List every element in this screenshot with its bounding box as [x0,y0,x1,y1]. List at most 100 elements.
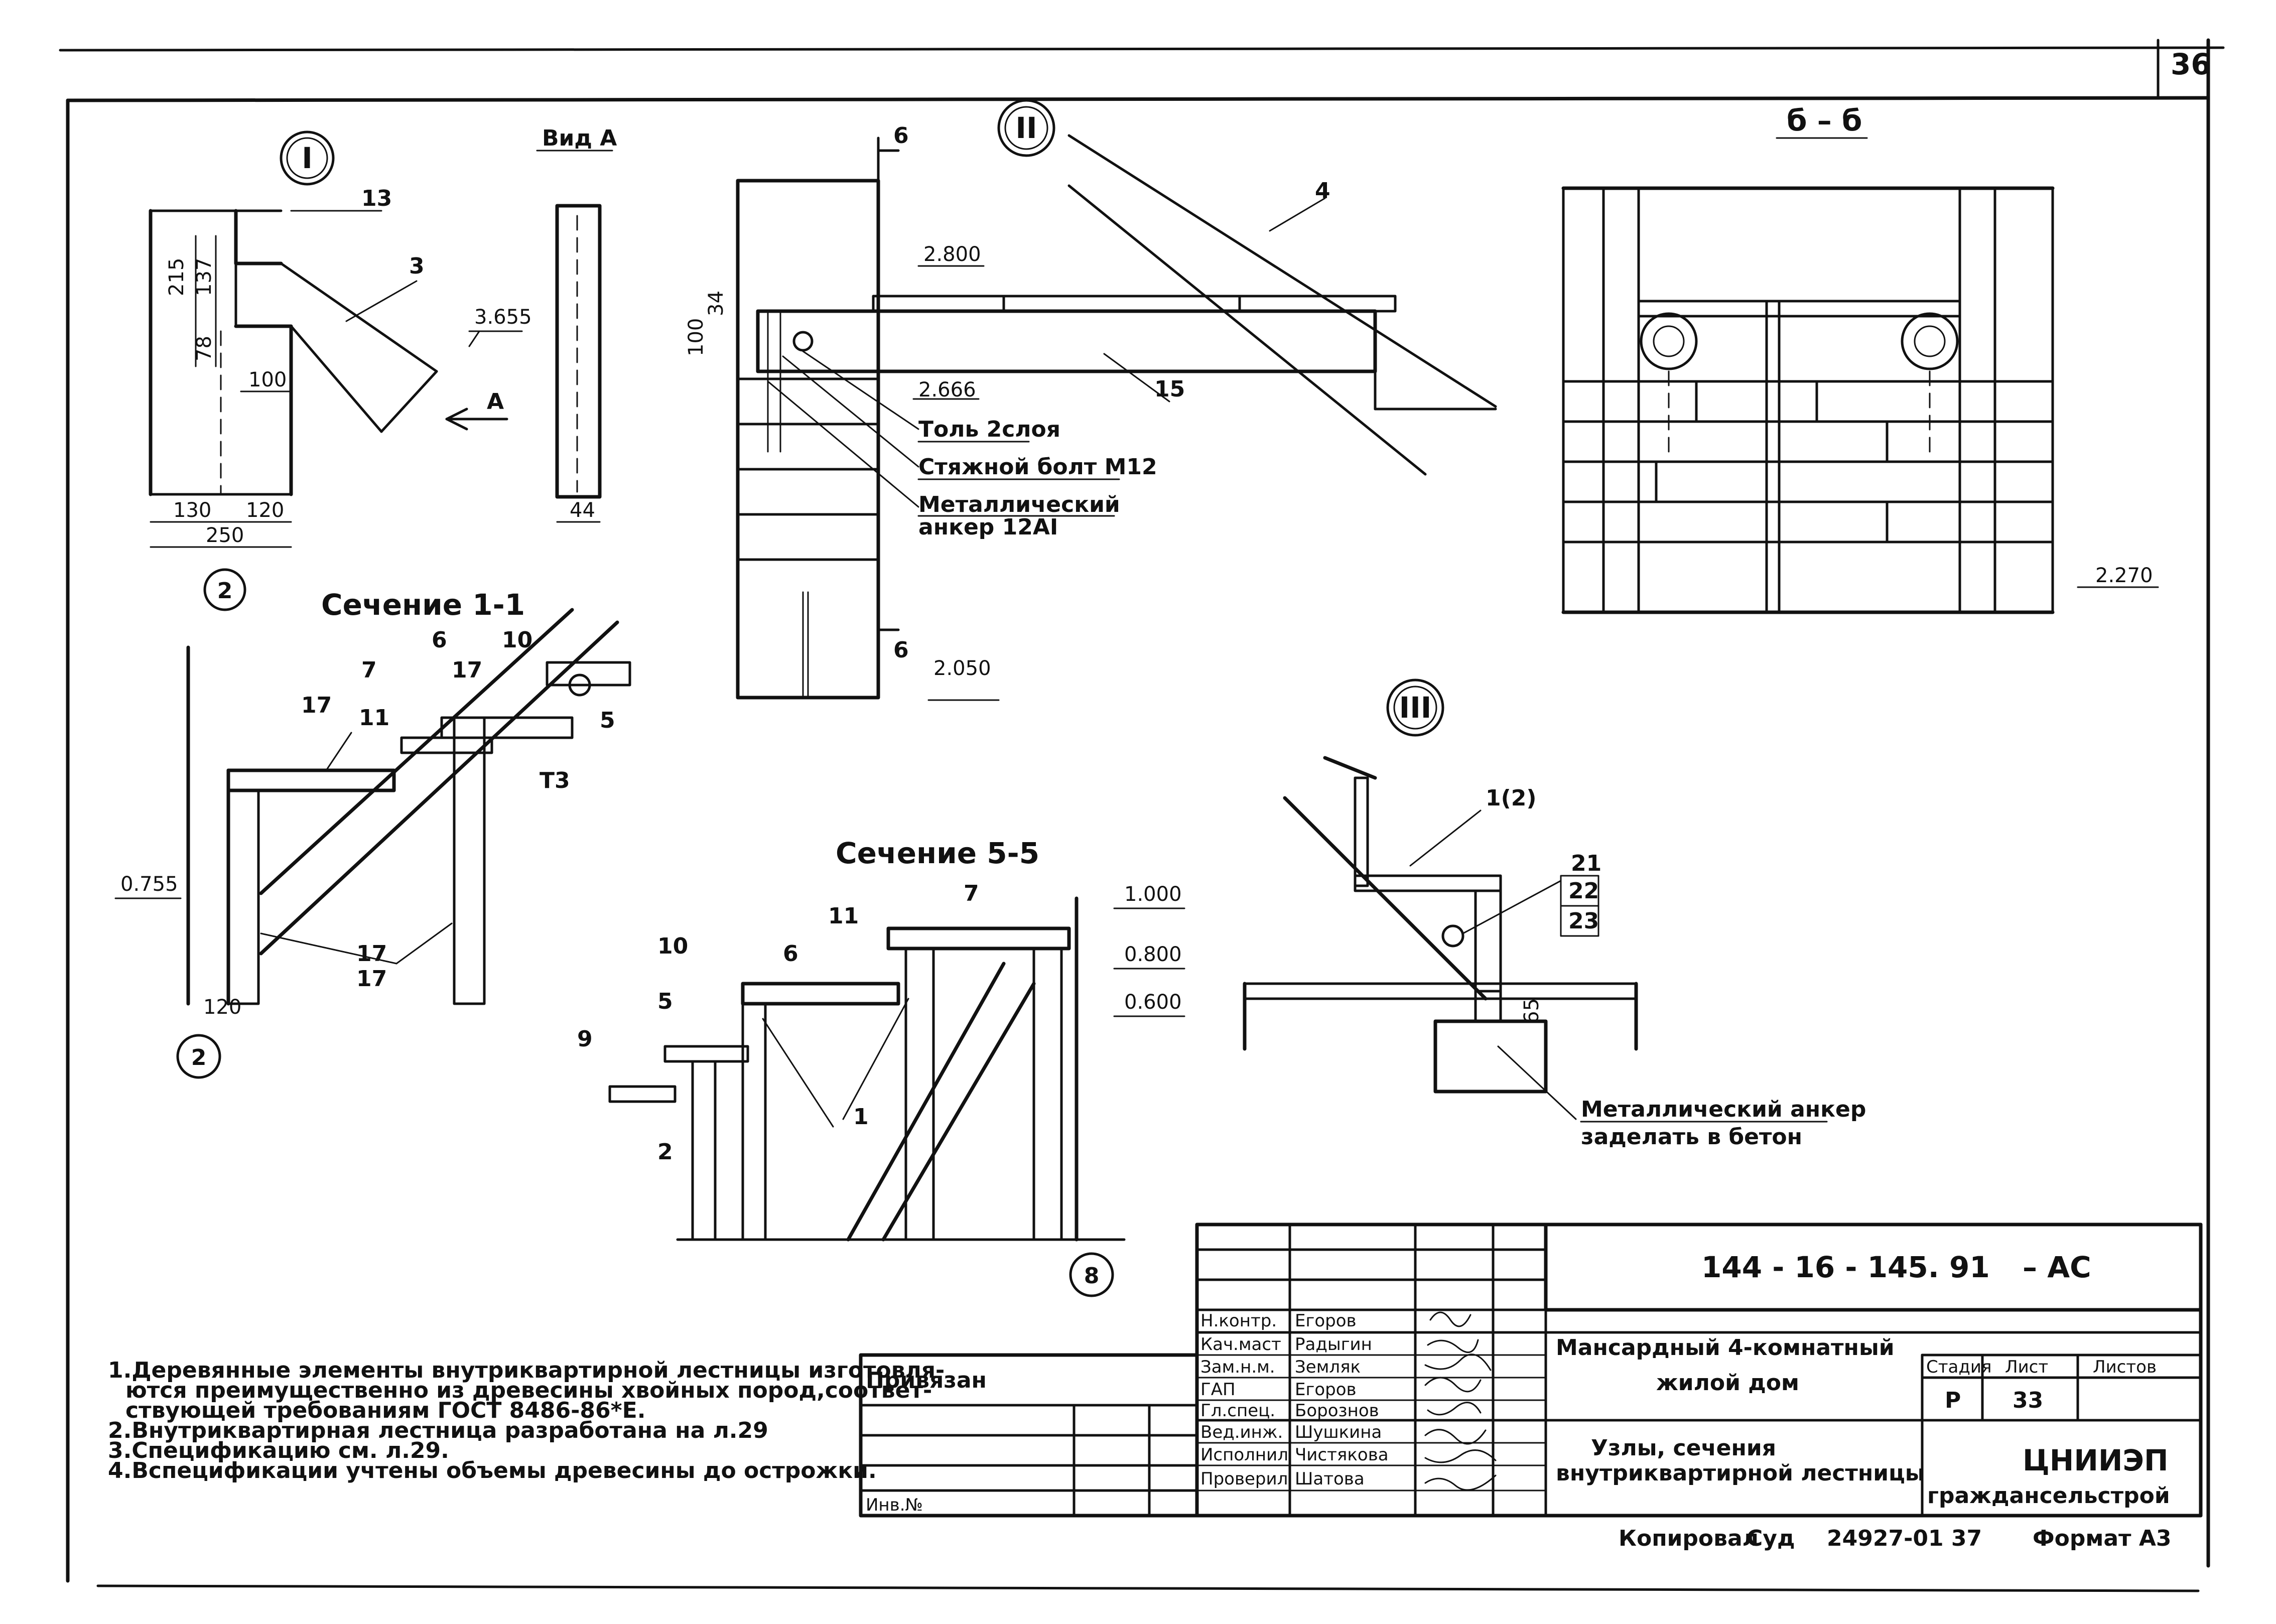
view-a-detail: Вид А 44 [536,125,617,523]
role-4: ГАП [1200,1380,1236,1400]
section-b-detail: б – б 2.270 [1561,103,2159,614]
node-2-callout-3: Металлический [918,492,1120,517]
section-5-5-title: Сечение 5-5 [836,836,1039,870]
role-5: Гл.спец. [1200,1401,1275,1421]
section-5-5-axis: 8 [1084,1263,1100,1289]
section-1-1-label-t3: Т3 [540,768,570,793]
copied-sign: Суд [1747,1526,1795,1551]
node-2-marker: II [1015,111,1037,145]
node-3-callout-line1: Металлический анкер [1581,1097,1866,1122]
view-a-dim: 44 [570,499,595,522]
section-5-5-label-1: 1 [853,1104,869,1130]
section-1-1-title: Сечение 1-1 [321,588,525,622]
sheet-frame [59,38,2225,1592]
section-5-5-label-10: 10 [657,933,688,959]
node-1-label-3: 3 [409,253,425,279]
node-2-level-2666: 2.666 [918,378,976,401]
general-notes: 1.Деревянные элементы внутриквартирной л… [108,1358,945,1483]
node-2-dim-34: 34 [705,291,728,316]
name-3: Земляк [1295,1357,1361,1377]
role-7: Исполнил [1200,1445,1288,1465]
note-1c: ствующей требованиям ГОСТ 8486-86*Е. [125,1398,645,1423]
node-2-callout-1: Толь 2слоя [918,417,1060,442]
title-block: 144 - 16 - 145. 91 – АС Н.контр. Кач.мас… [1195,1223,2203,1518]
node-1-detail: I 215 137 78 100 130 120 250 13 3 2 3.65… [149,130,532,611]
node-1-marker: I [302,141,313,175]
org-line-1: ЦНИИЭП [2023,1443,2169,1477]
section-5-5-label-7: 7 [964,881,979,906]
section-5-5-level-1000: 1.000 [1124,883,1182,906]
role-6: Вед.инж. [1200,1422,1283,1442]
note-4: 4.Вспецификации учтены объемы древесины … [108,1458,877,1483]
name-7: Чистякова [1295,1445,1389,1465]
node-1-dim-120: 120 [246,499,284,522]
section-5-5-label-2: 2 [657,1139,673,1165]
section-1-1-level: 0.755 [120,873,178,896]
node-1-dim-137: 137 [193,258,216,296]
doc-code: 144 - 16 - 145. 91 [1701,1250,1990,1284]
section-1-1-label-17a: 17 [301,693,332,718]
node-1-dim-215: 215 [165,258,188,296]
archive-code: 24927-01 37 [1827,1526,1982,1551]
node-3-label-21: 21 [1571,851,1601,876]
node-3-label-22: 22 [1568,878,1599,904]
view-a-title: Вид А [542,125,617,151]
node-1-dim-100: 100 [248,368,287,391]
node-2-section-mark-top: 6 [893,123,909,149]
section-1-1-detail: Сечение 1-1 7 6 10 17 11 17 5 Т3 17 17 0… [114,588,631,1079]
name-1: Егоров [1295,1311,1357,1331]
name-2: Радыгин [1295,1334,1372,1355]
section-1-1-dim-120: 120 [203,996,241,1019]
node-3-label-12: 1(2) [1486,785,1536,811]
sheets-header: Листов [2093,1357,2157,1377]
doc-suffix: – АС [2023,1250,2091,1284]
inv-no-label: Инв.№ [866,1495,923,1515]
name-5: Борознов [1295,1401,1379,1421]
node-2-detail: II 6 6 34 100 2.800 2.666 2.050 [685,99,1497,701]
sheet-number: 36 [2171,47,2211,81]
binding-label: Привязан [866,1368,987,1393]
node-3-dim-65: 65 [1520,998,1543,1024]
section-b-level: 2.270 [2095,564,2153,587]
binding-stamp: Привязан Инв.№ [859,1353,1199,1518]
sheet-title-line-2: внутриквартирной лестницы [1556,1460,1925,1486]
section-1-1-label-17b: 17 [452,657,482,683]
section-5-5-level-0600: 0.600 [1124,991,1182,1014]
node-3-marker: III [1399,691,1432,725]
node-2-callout-2: Стяжной болт М12 [918,454,1157,480]
project-line-1: Мансардный 4-комнатный [1556,1335,1895,1361]
project-line-2: жилой дом [1656,1370,1799,1396]
node-2-label-15: 15 [1154,376,1185,402]
section-5-5-label-6: 6 [783,941,798,967]
node-1-label-13: 13 [361,186,392,211]
stage-value: Р [1945,1388,1961,1413]
section-1-1-label-6: 6 [432,627,447,653]
note-1a: 1.Деревянные элементы внутриквартирной л… [108,1358,945,1383]
note-1b: ются преимущественно из древесины хвойны… [125,1378,932,1403]
role-2: Кач.маст [1200,1334,1281,1355]
copied-label: Копировал [1619,1526,1759,1551]
node-2-section-mark-bottom: 6 [893,637,909,663]
node-2-level-2050: 2.050 [933,657,991,680]
section-5-5-level-0800: 0.800 [1124,943,1182,966]
node-3-label-23: 23 [1568,908,1599,934]
section-b-title: б – б [1787,103,1862,138]
org-line-2: граждансельстрой [1927,1483,2170,1509]
note-3: 3.Спецификацию см. л.29. [108,1438,449,1463]
format-label: Формат А3 [2033,1526,2172,1551]
role-8: Проверил [1200,1469,1288,1489]
stage-header: Стадия [1926,1357,1991,1377]
signature-marks [1424,1311,1497,1491]
sheet-header: Лист [2005,1357,2048,1377]
node-3-callout-line2: заделать в бетон [1581,1124,1802,1150]
node-2-callout-4: анкер 12АI [918,514,1058,540]
node-2-label-4: 4 [1315,178,1330,204]
section-1-1-label-5: 5 [600,708,615,733]
section-1-1-label-17d: 17 [356,966,387,992]
section-5-5-label-9: 9 [577,1026,593,1052]
node-1-dim-250: 250 [206,524,244,547]
sheet-value: 33 [2013,1388,2043,1413]
footer: Копировал Суд 24927-01 37 Формат А3 [1619,1526,2172,1551]
name-4: Егоров [1295,1380,1357,1400]
